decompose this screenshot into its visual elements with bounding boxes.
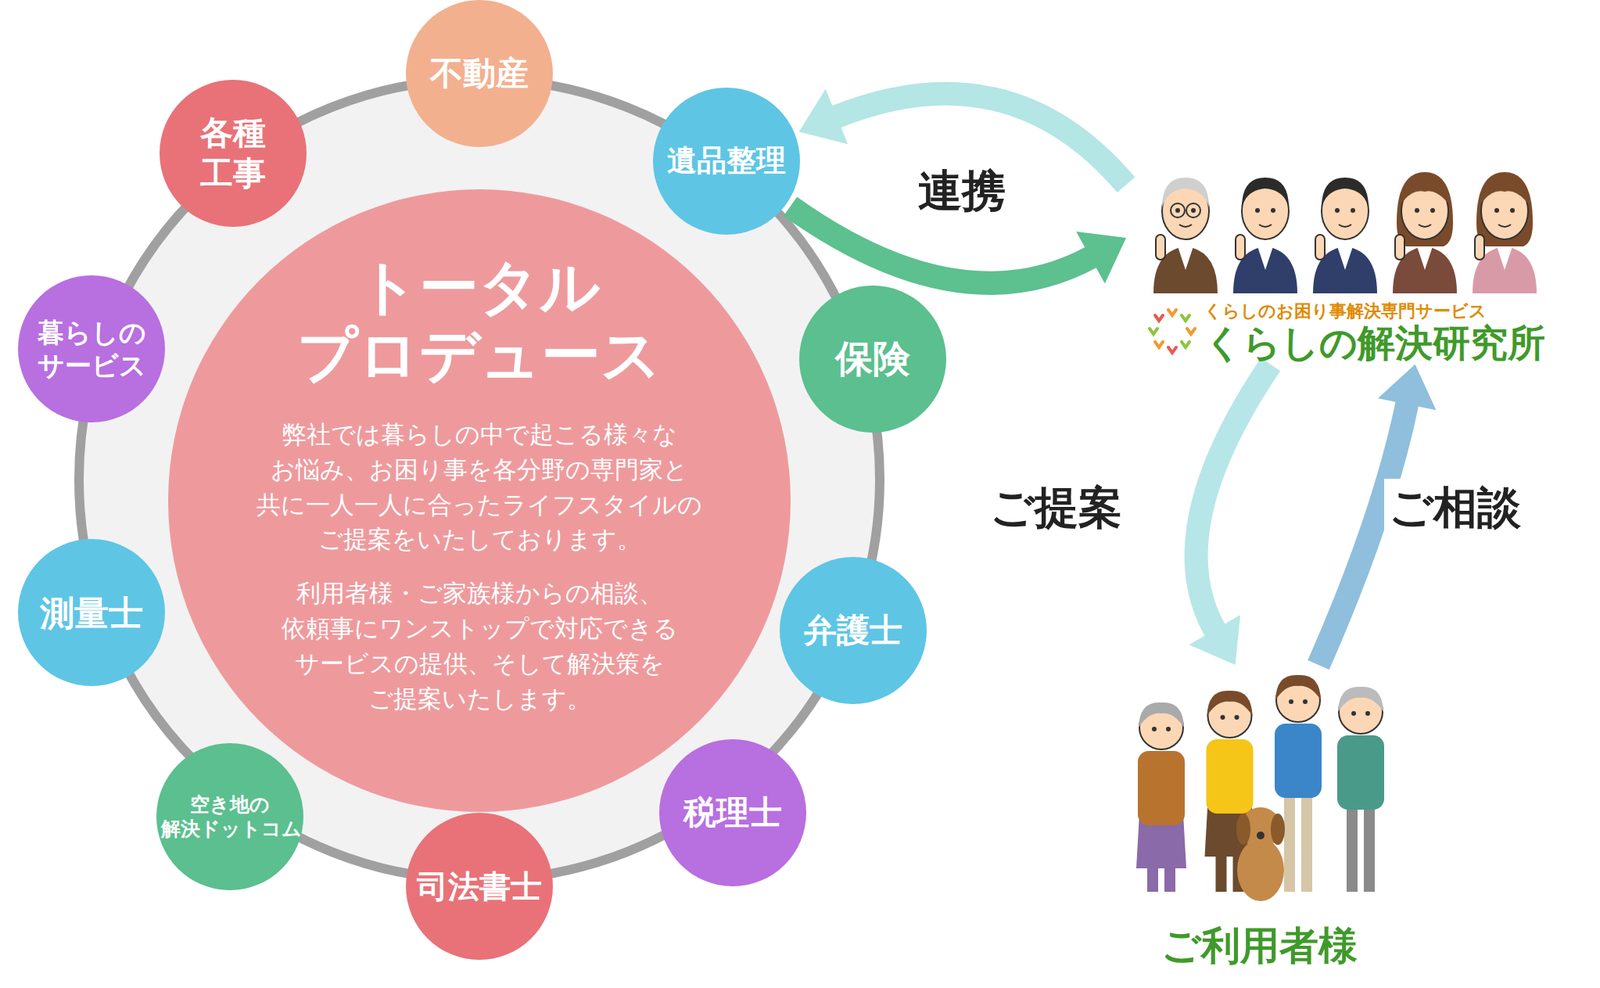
lab-group: くらしのお困り事解決専門サービスくらしの解決研究所 bbox=[1126, 160, 1565, 365]
logo-tick bbox=[1149, 328, 1158, 334]
staff-figure bbox=[1313, 177, 1378, 294]
dog bbox=[1236, 807, 1285, 901]
lab-tagline: くらしのお困り事解決専門サービス bbox=[1204, 299, 1546, 323]
specialist-circle: 弁護士 bbox=[779, 556, 927, 704]
staff-figure bbox=[1233, 177, 1298, 294]
circle-label: 遺品整理 bbox=[657, 142, 796, 180]
center-circle: トータル プロデュース弊社では暮らしの中で起こる様々な お悩み、お困り事を各分野… bbox=[168, 189, 791, 812]
circle-label: 各種 工事 bbox=[164, 112, 302, 195]
specialist-circle: 各種 工事 bbox=[159, 79, 307, 227]
staff-illustration bbox=[1141, 160, 1549, 294]
logo-tick bbox=[1181, 341, 1190, 348]
circle-label: 空き地の 解決ドットコム bbox=[161, 792, 299, 842]
lab-name: くらしの解決研究所 bbox=[1204, 322, 1546, 365]
circle-label: 保険 bbox=[803, 335, 942, 383]
circle-label: 不動産 bbox=[410, 53, 549, 95]
logo-text: くらしのお困り事解決専門サービスくらしの解決研究所 bbox=[1204, 299, 1546, 365]
edge-label: 連携 bbox=[913, 161, 1011, 222]
specialist-circle: 保険 bbox=[799, 285, 947, 433]
logo-tick bbox=[1155, 341, 1163, 348]
specialist-circle: 不動産 bbox=[405, 0, 553, 148]
staff-figure bbox=[1153, 177, 1218, 294]
circle-label: 司法書士 bbox=[410, 866, 549, 906]
center-title: トータル プロデュース bbox=[268, 252, 691, 390]
logo-row: くらしのお困り事解決専門サービスくらしの解決研究所 bbox=[1126, 299, 1565, 365]
family-figure bbox=[1136, 702, 1187, 892]
specialist-circle: 暮らしの サービス bbox=[17, 275, 166, 423]
family-figure bbox=[1337, 686, 1385, 892]
center-body: 利用者様・ご家族様からの相談、 依頼事にワンストップで対応できる サービスの提供… bbox=[240, 576, 718, 718]
specialist-circle: 測量士 bbox=[17, 538, 166, 686]
circle-label: 弁護士 bbox=[784, 609, 922, 652]
circle-label: 税理士 bbox=[663, 792, 802, 834]
circle-label: 測量士 bbox=[22, 591, 161, 635]
logo-tick bbox=[1155, 315, 1163, 321]
staff-figure bbox=[1472, 172, 1537, 294]
family-illustration bbox=[1118, 664, 1400, 915]
users-label: ご利用者様 bbox=[1110, 919, 1408, 973]
center-body: 弊社では暮らしの中で起こる様々な お悩み、お困り事を各分野の専門家と 共に一人一… bbox=[240, 417, 718, 559]
specialist-circle: 税理士 bbox=[659, 739, 807, 887]
logo-tick bbox=[1181, 315, 1190, 321]
users-group: ご利用者様 bbox=[1110, 664, 1408, 973]
curved-arrow bbox=[1189, 364, 1271, 665]
staff-figure bbox=[1392, 172, 1457, 294]
edge-label: ご提案 bbox=[985, 478, 1127, 539]
arrow-head bbox=[1076, 231, 1127, 284]
logo-tick bbox=[1187, 328, 1195, 334]
arrow-head bbox=[1377, 364, 1436, 411]
arrow-head bbox=[799, 89, 848, 144]
arrow-head bbox=[1189, 614, 1242, 665]
logo-tick bbox=[1168, 309, 1177, 316]
specialist-circle: 司法書士 bbox=[405, 812, 553, 960]
logo-tick bbox=[1168, 347, 1177, 353]
specialist-circle: 空き地の 解決ドットコム bbox=[156, 742, 304, 890]
logo-mark bbox=[1144, 304, 1200, 359]
circle-label: 暮らしの サービス bbox=[22, 315, 161, 383]
arrow-body bbox=[1196, 364, 1271, 633]
specialist-circle: 遺品整理 bbox=[652, 87, 800, 235]
edge-label: ご相談 bbox=[1384, 478, 1526, 539]
